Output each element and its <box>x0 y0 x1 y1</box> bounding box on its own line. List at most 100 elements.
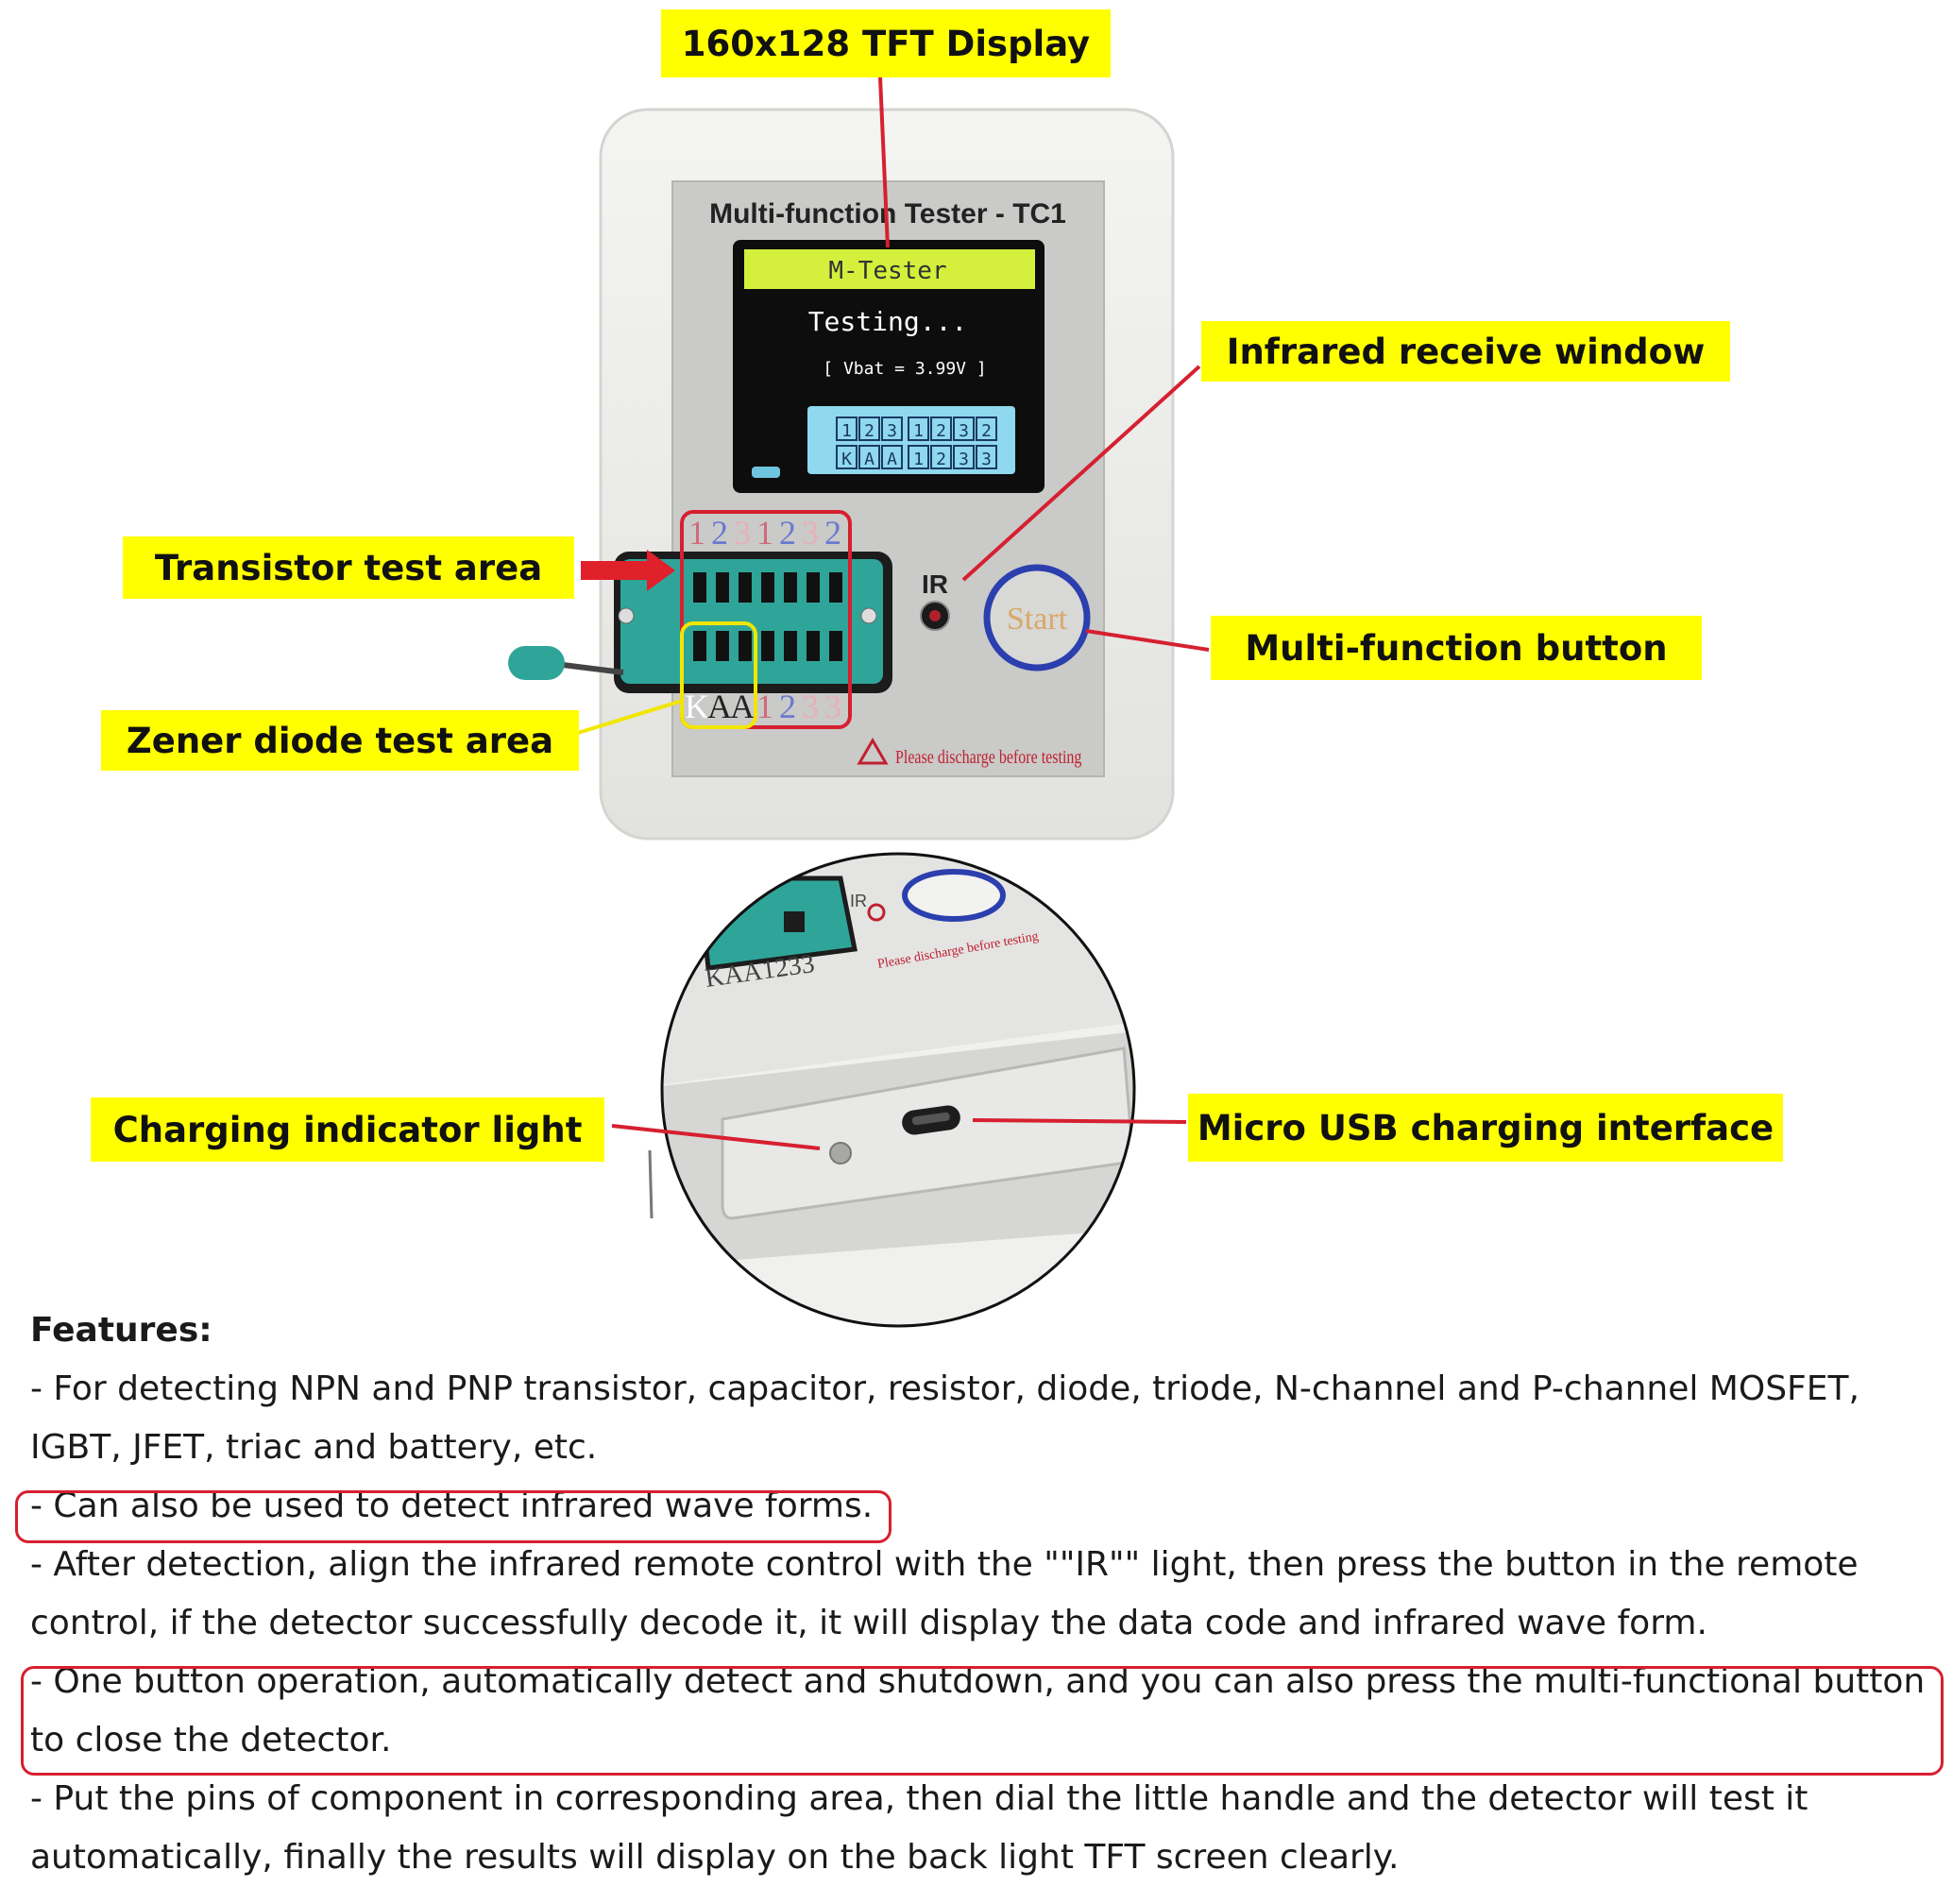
callout-infrared-window: Infrared receive window <box>1201 321 1730 382</box>
lcd-pin-cell <box>881 416 903 441</box>
callout-usb-interface: Micro USB charging interface <box>1188 1094 1783 1162</box>
lcd-pin-label: 2 <box>936 421 946 441</box>
lcd-pin-cell <box>953 445 975 469</box>
socket-bottom-pin-label: A <box>707 688 732 725</box>
leader-usb <box>972 1118 1187 1124</box>
socket-top-pin-label: 2 <box>779 514 796 552</box>
socket-slot <box>693 631 706 661</box>
lcd-pin-cell <box>836 416 858 441</box>
socket-top-pin-label: 3 <box>734 514 751 552</box>
lcd-pin-label: 1 <box>913 421 924 441</box>
zoom-detail: IR KAA1233 Please discharge before testi… <box>662 854 1134 1326</box>
lcd-pin-label: 2 <box>864 421 875 441</box>
lcd-vbat-text: [ Vbat = 3.99V ] <box>823 359 986 379</box>
socket-bottom-pin-label: 2 <box>779 688 796 725</box>
lcd-pin-cell <box>930 416 952 441</box>
socket-screw-right <box>860 607 877 624</box>
lcd-pin-label: 1 <box>841 421 852 441</box>
lcd-pin-label: 2 <box>981 421 992 441</box>
lcd-pin-cell <box>976 416 997 441</box>
socket-bottom-pin-label: 3 <box>802 688 819 725</box>
socket-slot <box>761 631 774 661</box>
lcd-slider <box>752 467 780 478</box>
lcd-pin-cell <box>858 416 880 441</box>
lcd-header-text: M-Tester <box>828 257 946 285</box>
socket-top-pin-label: 1 <box>688 514 705 552</box>
callout-charging-light: Charging indicator light <box>91 1097 604 1162</box>
socket-bottom-pin-label: A <box>730 688 755 725</box>
lcd-pin-label: 3 <box>981 450 992 469</box>
leader-display <box>878 76 890 248</box>
lcd-pin-label: 2 <box>936 450 946 469</box>
ir-label: IR <box>922 570 948 599</box>
lcd-pin-label: K <box>841 450 852 469</box>
charging-led <box>829 1142 852 1164</box>
callout-transistor-area: Transistor test area <box>123 536 574 599</box>
lcd-pin-label: A <box>887 450 897 469</box>
socket-lever-knob <box>508 646 565 680</box>
warning-text: Please discharge before testing <box>895 746 1081 767</box>
feature-line: control, if the detector successfully de… <box>30 1604 1707 1642</box>
feature-line: automatically, finally the results will … <box>30 1838 1400 1877</box>
callout-zener-area: Zener diode test area <box>101 710 579 771</box>
socket-top-pin-label: 2 <box>824 514 841 552</box>
socket-slot <box>716 572 729 603</box>
leader-zener <box>577 699 683 735</box>
socket-bottom-pin-label: 1 <box>756 688 773 725</box>
socket-bottom-pin-label: 3 <box>824 688 841 725</box>
feature-line: - After detection, align the infrared re… <box>30 1545 1859 1584</box>
socket-slot <box>739 572 752 603</box>
highlight-infrared-feature <box>15 1490 892 1543</box>
lcd-pin-label: A <box>864 450 875 469</box>
socket-slot <box>807 631 820 661</box>
socket-bottom-pin-label: K <box>685 688 709 725</box>
lcd-status-text: Testing... <box>808 306 968 337</box>
lcd-pin-cell <box>881 445 903 469</box>
transistor-arrow <box>581 550 675 591</box>
features-section: Features: - For detecting NPN and PNP tr… <box>30 1301 1928 1887</box>
feature-line: IGBT, JFET, triac and battery, etc. <box>30 1428 598 1467</box>
callout-tft-display: 160x128 TFT Display <box>661 9 1111 77</box>
lcd-pin-label: 3 <box>887 421 897 441</box>
lcd-pin-cell <box>976 445 997 469</box>
lcd-pin-label: 3 <box>959 421 969 441</box>
highlight-one-button-feature <box>21 1666 1944 1776</box>
transistor-highlight-box <box>680 510 852 729</box>
leader-button <box>1085 629 1210 652</box>
leader-charging <box>611 1124 821 1150</box>
socket-slot <box>739 631 752 661</box>
start-button[interactable] <box>983 564 1091 672</box>
lcd-pin-cell <box>953 416 975 441</box>
zener-highlight-box <box>680 621 757 729</box>
lcd-pin-cell <box>930 445 952 469</box>
warning-icon <box>857 738 889 765</box>
feature-line: - For detecting NPN and PNP transistor, … <box>30 1369 1860 1408</box>
lcd-pin-label: 3 <box>959 450 969 469</box>
socket-slot <box>784 572 797 603</box>
socket-slot <box>829 631 842 661</box>
zoom-circle-outline <box>660 852 1136 1328</box>
socket-slots <box>693 572 842 661</box>
socket-slot <box>716 631 729 661</box>
features-title: Features: <box>30 1311 212 1350</box>
socket-slot <box>807 572 820 603</box>
lcd-pin-cell <box>908 445 929 469</box>
feature-line: to close the detector. <box>30 1721 392 1760</box>
socket-slot <box>693 572 706 603</box>
feature-line: - Put the pins of component in correspon… <box>30 1779 1809 1818</box>
socket-slot <box>784 631 797 661</box>
lcd-pin-cell <box>858 445 880 469</box>
lcd-pin-cell <box>836 445 858 469</box>
socket-top-pin-label: 2 <box>711 514 728 552</box>
socket-top-pin-label: 3 <box>802 514 819 552</box>
ir-window-dot <box>929 610 941 621</box>
lcd-pin-label: 1 <box>913 450 924 469</box>
socket-slot <box>761 572 774 603</box>
callout-multifunction-button: Multi-function button <box>1211 616 1702 680</box>
socket-screw-left <box>618 607 635 624</box>
zoom-ir-label: IR <box>850 892 867 910</box>
